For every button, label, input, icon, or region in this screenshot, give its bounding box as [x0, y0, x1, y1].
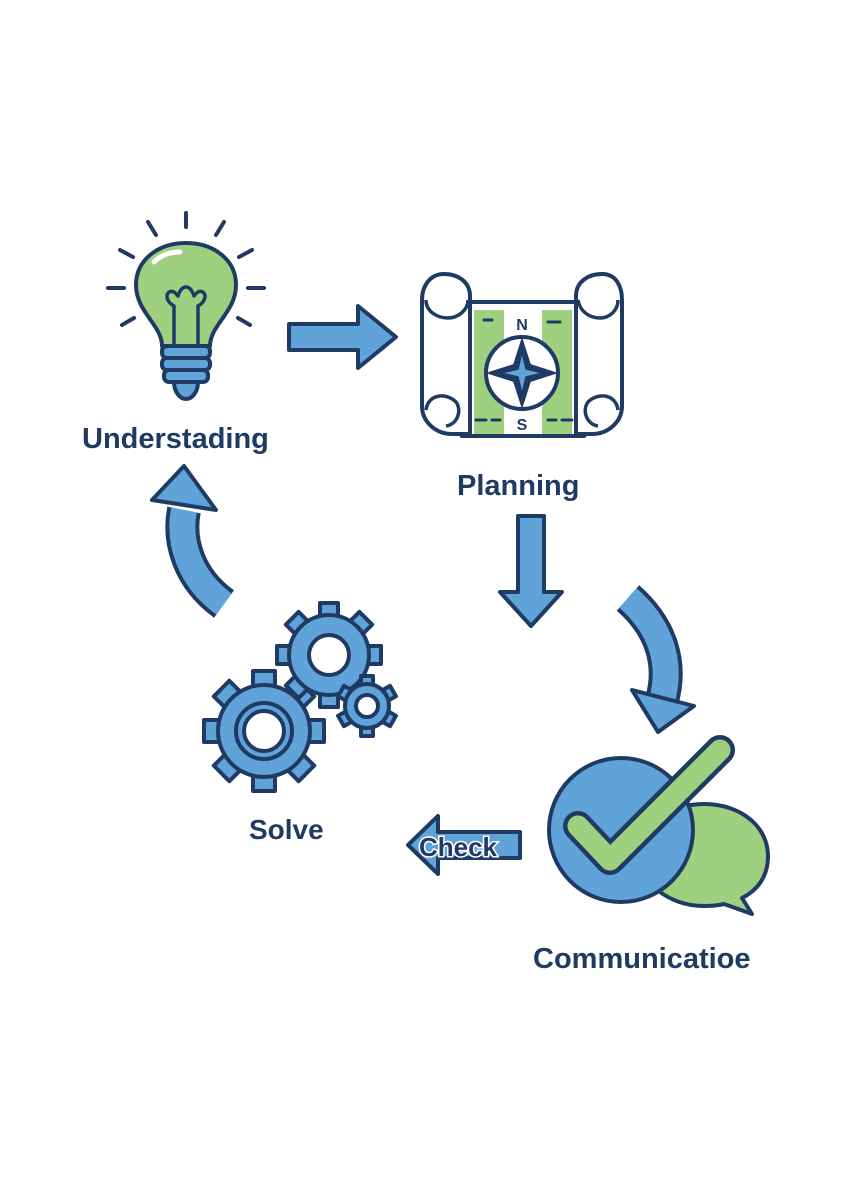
scroll-left-roll [420, 272, 472, 436]
gear-small [336, 674, 398, 738]
arrow-curved-to-communication [616, 585, 696, 734]
bulb-filament [165, 285, 207, 348]
bulb-base [160, 344, 212, 401]
arrow-understanding-to-planning [287, 304, 398, 370]
compass-icon [484, 335, 560, 411]
scroll-right-roll [574, 272, 624, 436]
step-label-planning: Planning [457, 470, 580, 502]
light-rays [106, 211, 266, 327]
lightbulb-icon [106, 211, 266, 401]
bulb-glass [134, 241, 238, 348]
check-arrow: Check [406, 814, 522, 876]
gears-icon [202, 601, 398, 793]
compass-south-label: S [517, 417, 528, 434]
arrow-curved-to-understanding [150, 464, 235, 618]
arrow-planning-down [498, 514, 564, 628]
map-scroll-icon: N S [420, 272, 624, 438]
compass-north-label: N [516, 317, 528, 334]
step-label-solve: Solve [249, 814, 324, 845]
step-label-communication: Communicatioe [533, 943, 751, 975]
step-label-understanding: Understading [82, 423, 269, 455]
check-arrow-label: Check [419, 832, 498, 862]
communication-icon [547, 735, 770, 916]
